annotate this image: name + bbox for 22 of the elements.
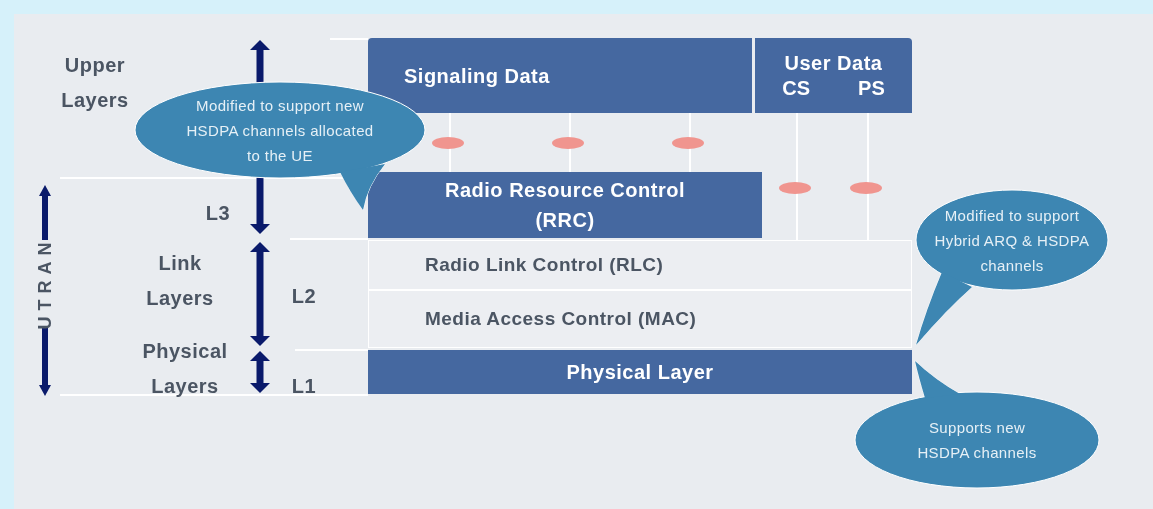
layer-group-label: L1 (290, 374, 318, 399)
layer-box (368, 172, 762, 238)
layer-group-label: Upper Layers (60, 53, 130, 113)
callout-text: Modified to support Hybrid ARQ & HSDPA channels (933, 205, 1091, 276)
layer-group-label: Physical Layers (141, 339, 229, 399)
layer-label: Radio Resource Control (RRC) (444, 178, 686, 233)
layer-box (368, 350, 912, 394)
layer-group-label: L2 (290, 284, 318, 309)
layer-label: Signaling Data (404, 63, 550, 89)
layer-label: Radio Link Control (RLC) (425, 252, 664, 277)
layer-label: PS (858, 75, 885, 101)
layer-group-label: L3 (204, 201, 232, 226)
callout-text: Modified to support new HSDPA channels allocated to the UE (185, 95, 375, 166)
layer-label: Media Access Control (MAC) (425, 306, 697, 331)
layer-label: CS (782, 75, 811, 101)
layer-label: Physical Layer (566, 360, 714, 385)
side-label: UTRAN (33, 236, 56, 330)
layer-group-label: Link Layers (145, 251, 215, 311)
callout-text: Supports new HSDPA channels (916, 418, 1038, 463)
layer-box (755, 38, 912, 113)
layer-label: User Data (784, 50, 883, 76)
layer-box (368, 38, 752, 113)
